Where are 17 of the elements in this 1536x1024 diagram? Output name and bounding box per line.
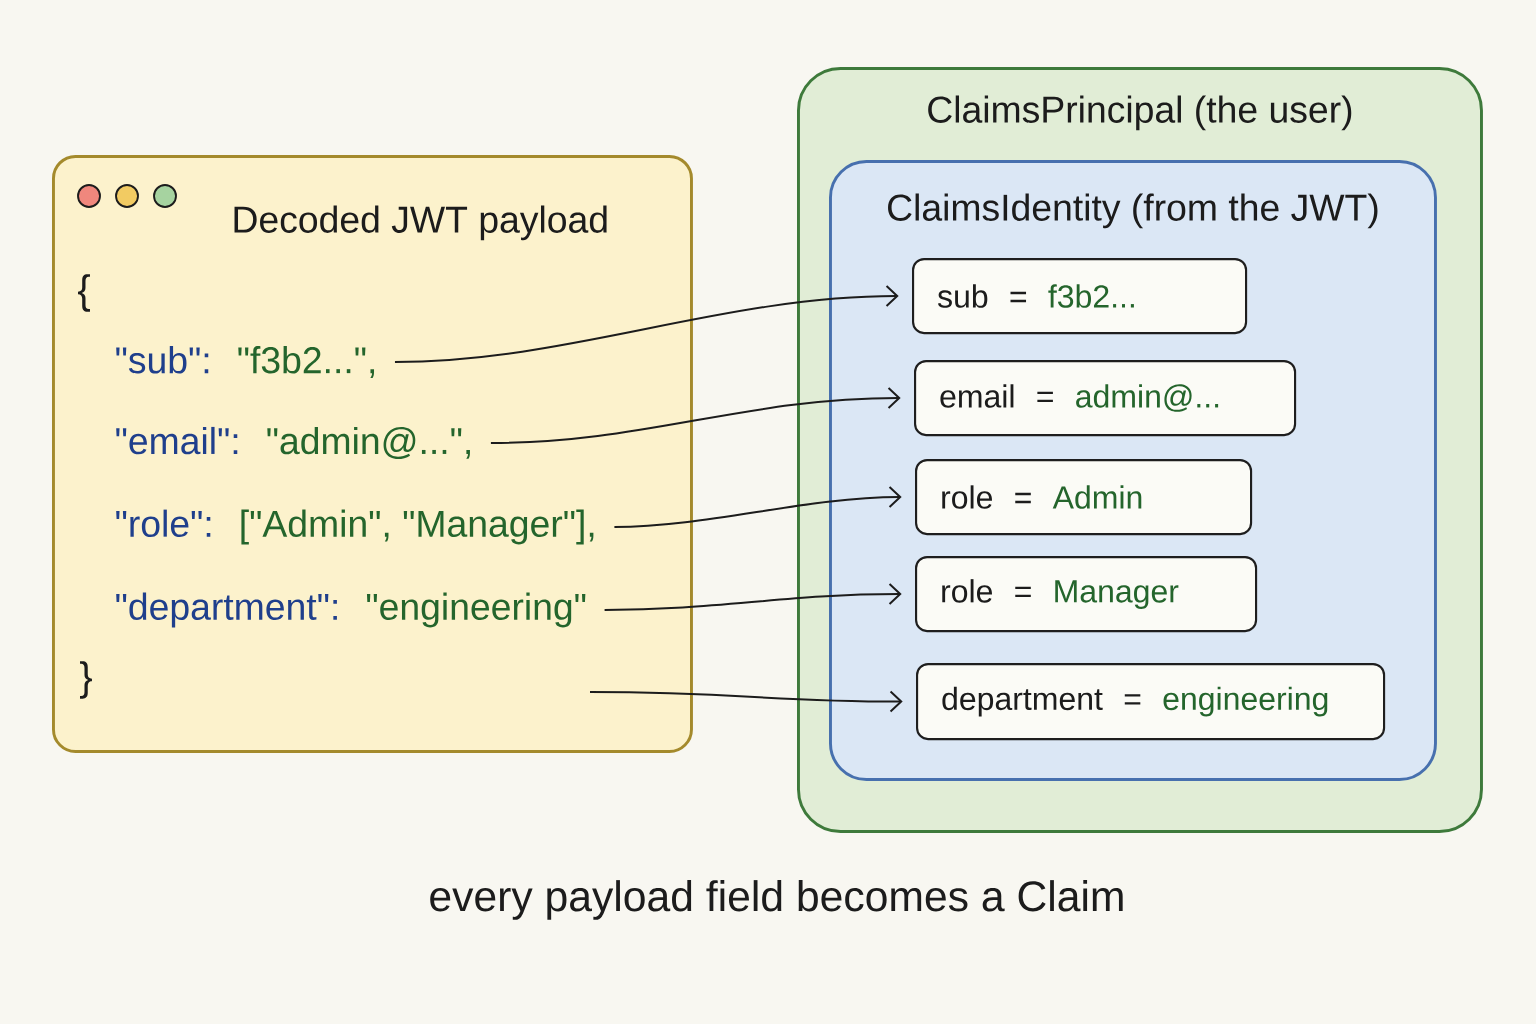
arrow — [489, 387, 901, 444]
code-line: "email": "admin@...", — [116, 426, 470, 460]
code-brace: } — [80, 661, 92, 699]
code-brace: { — [78, 274, 90, 312]
claim-box: role = Admin — [915, 459, 1253, 536]
arrow — [613, 486, 902, 528]
arrow — [589, 690, 903, 713]
claim-box: department = engineering — [916, 663, 1386, 741]
claim-box: email = admin@... — [914, 360, 1297, 437]
code-line: "sub": "f3b2...", — [116, 346, 374, 378]
claim-box: sub = f3b2... — [912, 258, 1248, 335]
code-line: "department": "engineering" — [116, 592, 586, 628]
arrow — [393, 285, 899, 363]
code-line: "role": ["Admin", "Manager"], — [116, 509, 594, 545]
claim-box: role = Manager — [915, 556, 1258, 633]
arrow — [603, 583, 902, 611]
caption: every payload field becomes a Claim — [430, 880, 1123, 920]
